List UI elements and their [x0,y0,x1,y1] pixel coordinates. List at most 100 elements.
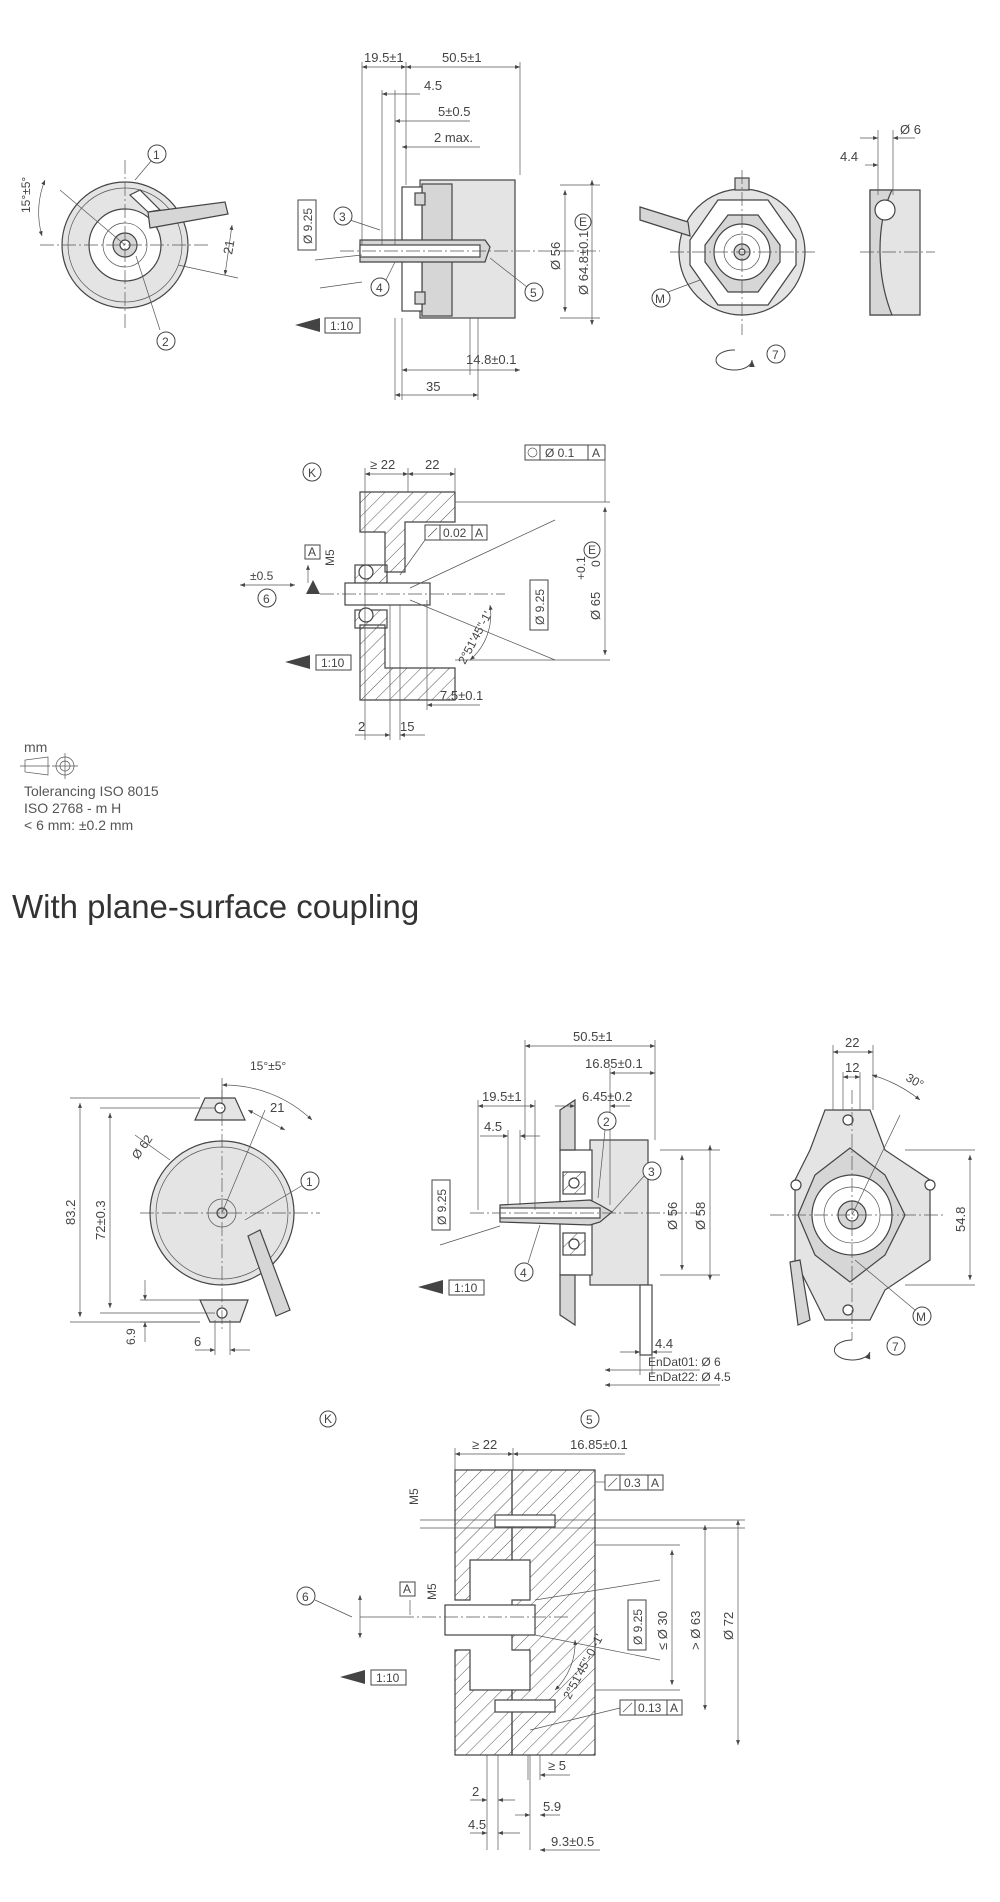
d4-d5_9-label: 5.9 [543,1799,561,1814]
svg-text:K: K [324,1412,332,1426]
projection-symbol-icon [20,753,78,779]
callout-1 [147,144,167,164]
d2-d9_25-label: Ø 9.25 [533,589,547,625]
d2-d65tol-lo: 0 [589,560,603,567]
unit-label: mm [24,739,47,755]
svg-text:3: 3 [648,1165,655,1179]
d3-side-d16_85-label: 16.85±0.1 [585,1056,643,1071]
tolerancing-line-1: Tolerancing ISO 8015 [24,783,159,799]
d2-d65tol-up: +0.1 [574,556,588,580]
d2-d7_5-label: 7.5±0.1 [440,688,483,703]
side-d9_25-label: Ø 9.25 [301,208,315,244]
svg-text:K: K [308,466,316,480]
d4-d30-label: ≤ Ø 30 [655,1611,670,1650]
callout-3 [333,206,353,226]
d4-d16_85-label: 16.85±0.1 [570,1437,628,1452]
d4-d72-label: Ø 72 [721,1612,736,1640]
callout-3b [642,1161,662,1181]
callout-4 [370,277,390,297]
front-angle-label: 15°±5° [19,177,33,213]
side-d4_5-label: 4.5 [424,78,442,93]
svg-text:7: 7 [892,1340,899,1354]
callout-m1 [651,288,671,308]
svg-text:M: M [916,1310,926,1324]
drawing3-front-view: 15°±5° 21 Ø 62 83.2 72±0.3 6.9 6 1 [63,1059,320,1355]
side-d2max-label: 2 max. [434,130,473,145]
svg-text:3: 3 [339,210,346,224]
d4-d5-label: ≥ 5 [548,1758,566,1773]
d2-d2-label: 2 [358,719,365,734]
d3-side-d9_25-label: Ø 9.25 [435,1189,449,1225]
d3-side-d4_5-label: 4.5 [484,1119,502,1134]
d3-rear-d12-label: 12 [845,1060,859,1075]
d2-d15-label: 15 [400,719,414,734]
rear-d6-label: Ø 6 [900,122,921,137]
callout-k1 [302,462,322,482]
svg-text:E: E [588,543,596,557]
svg-text:6: 6 [302,1590,309,1604]
d3-side-scale-label: 1:10 [454,1281,478,1295]
callout-5 [524,282,544,302]
svg-text:E: E [579,215,587,229]
svg-text:1: 1 [306,1175,313,1189]
d3-front-d72-label: 72±0.3 [93,1200,108,1240]
d3-side-d19_5-label: 19.5±1 [482,1089,522,1104]
d3-front-d6-label: 6 [194,1334,201,1349]
d4-d63-label: > Ø 63 [688,1611,703,1650]
svg-text:6: 6 [263,592,270,606]
side-d14_8-label: 14.8±0.1 [466,352,517,367]
svg-text:A: A [475,526,483,540]
svg-text:A: A [592,446,600,460]
front-d21-label: 21 [220,239,237,256]
side-scale-label: 1:10 [330,319,354,333]
side-d64_8-label: Ø 64.8±0.1 [576,231,591,295]
d3-front-d21-label: 21 [270,1100,284,1115]
tolerancing-line-2: ISO 2768 - m H [24,800,121,816]
drawing4-mounting-detail: K 5 ≥ 22 16.85±0.1 0.3 A 0.13 A M5 M5 [296,1409,745,1852]
d4-runout1-label: 0.3 [624,1476,641,1490]
d2-d22a-label: ≥ 22 [370,457,395,472]
d4-m5a-label: M5 [407,1488,421,1505]
tolerancing-line-3: < 6 mm: ±0.2 mm [24,817,133,833]
d2-conc-label: Ø 0.1 [545,446,575,460]
tolerancing-notes: mm Tolerancing ISO 8015 ISO 2768 - m H <… [20,739,159,833]
side-d35-label: 35 [426,379,440,394]
callout-m2 [912,1306,932,1326]
section-heading: With plane-surface coupling [12,888,419,925]
svg-text:A: A [308,545,316,559]
callout-4b [514,1262,534,1282]
callout-7b [886,1336,906,1356]
callout-k2 [319,1410,337,1428]
callout-1b [300,1171,320,1191]
side-d56-label: Ø 56 [548,242,563,270]
side-d5-label: 5±0.5 [438,104,470,119]
d3-side-d4_4-label: 4.4 [655,1336,673,1351]
d3-rear-d22-label: 22 [845,1035,859,1050]
callout-7a [766,344,786,364]
callout-6b [296,1586,316,1606]
d3-side-endat22-label: EnDat22: Ø 4.5 [648,1370,731,1384]
svg-text:A: A [403,1582,411,1596]
drawing1-front-view: 15°±5° 21 1 2 [19,144,239,351]
svg-text:A: A [651,1476,659,1490]
svg-text:5: 5 [586,1413,593,1427]
d2-d22b-label: 22 [425,457,439,472]
d4-runout2-label: 0.13 [638,1701,662,1715]
d3-side-endat01-label: EnDat01: Ø 6 [648,1355,721,1369]
d4-d9_25-label: Ø 9.25 [631,1609,645,1645]
drawing3-rear-view: 22 12 30° 54.8 M 7 [770,1035,975,1361]
d3-side-d6_45-label: 6.45±0.2 [582,1089,633,1104]
side-d50_5-label: 50.5±1 [442,50,482,65]
d3-front-d83-label: 83.2 [63,1200,78,1225]
svg-text:7: 7 [772,348,779,362]
svg-text:A: A [670,1701,678,1715]
drawing1-rear-view: M 7 Ø 6 4.4 [639,122,935,371]
callout-2 [156,331,176,351]
d2-runout-label: 0.02 [443,526,467,540]
d4-d2-label: 2 [472,1784,479,1799]
side-d19_5-label: 19.5±1 [364,50,404,65]
d3-side-d56-label: Ø 56 [665,1202,680,1230]
d2-d65-label: Ø 65 [588,592,603,620]
d3-rear-angle30-label: 30° [904,1070,927,1091]
